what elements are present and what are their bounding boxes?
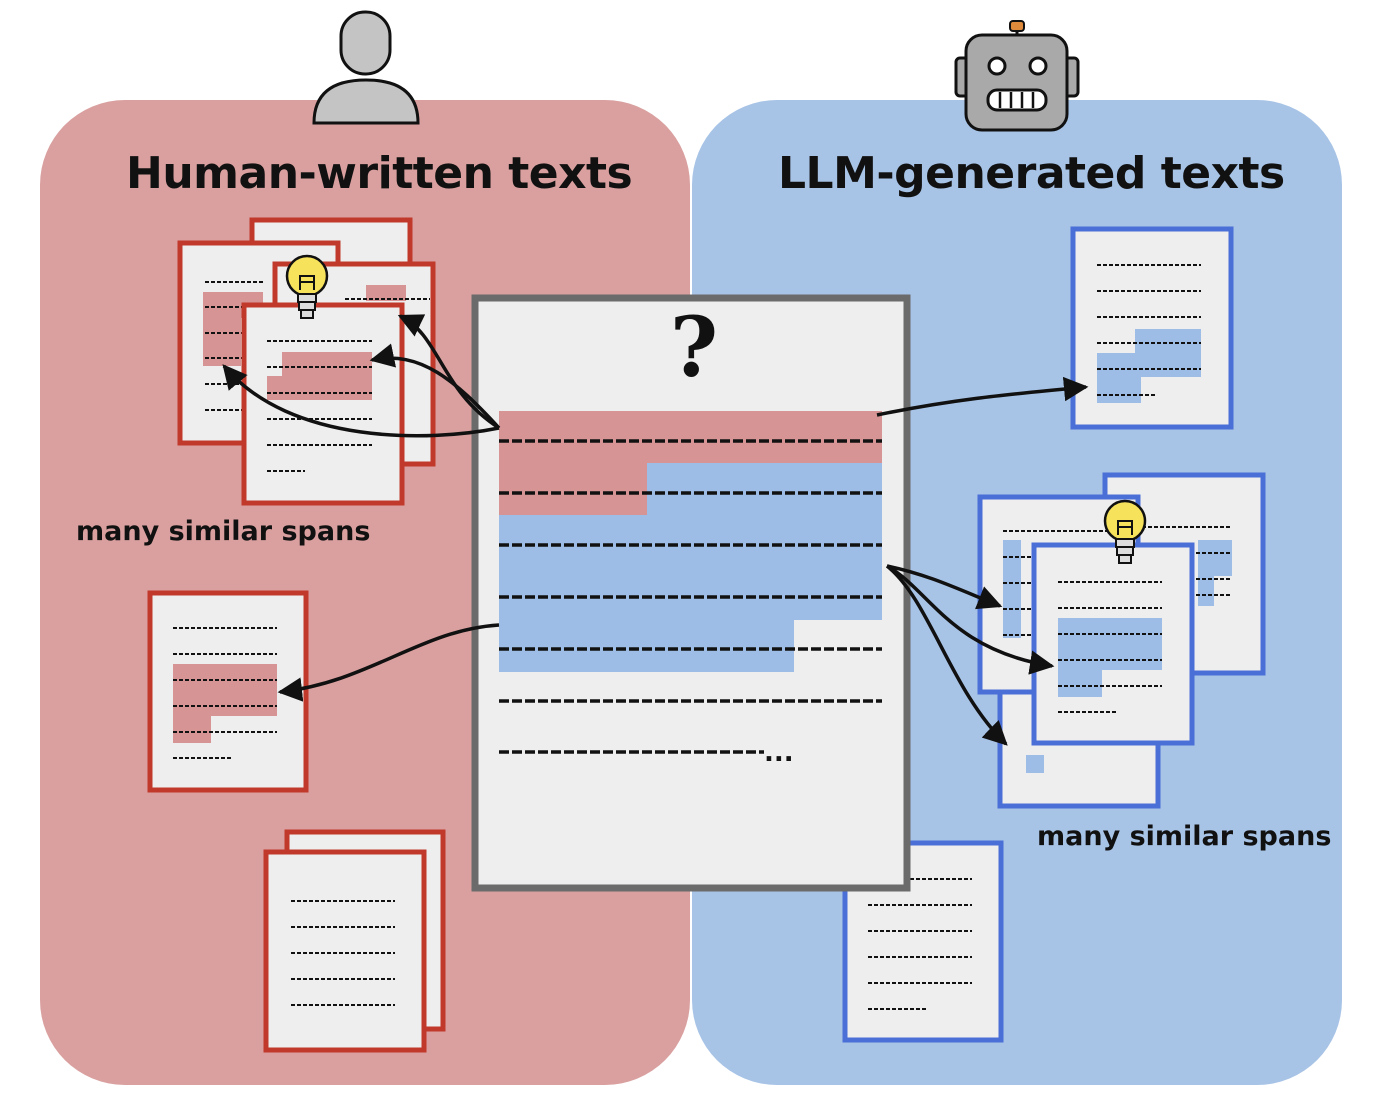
human-title: Human-written texts [126,148,633,199]
arrow [222,364,500,438]
llm-similar-note: many similar spans [1037,821,1332,852]
llm-title: LLM-generated texts [778,148,1285,199]
llm-doc-stack [977,472,1266,809]
query-ellipsis: ... [764,738,794,768]
human-doc-stack-top [177,217,436,506]
arrow [369,343,501,430]
robot-icon [954,20,1080,132]
lightbulb-icon [1103,499,1147,564]
lightbulb-icon [285,254,329,319]
query-symbol: ? [670,300,719,396]
human-similar-note: many similar spans [76,516,371,547]
person-icon [312,10,420,125]
human-doc-stack-bottom [263,829,446,1053]
llm-doc-single-top [1070,226,1234,430]
arrow [397,314,500,430]
arrow [876,376,1089,417]
arrow [277,623,500,702]
query-document [471,294,911,892]
arrow [886,564,1055,675]
arrow [885,564,1008,746]
arrow [886,564,1003,610]
